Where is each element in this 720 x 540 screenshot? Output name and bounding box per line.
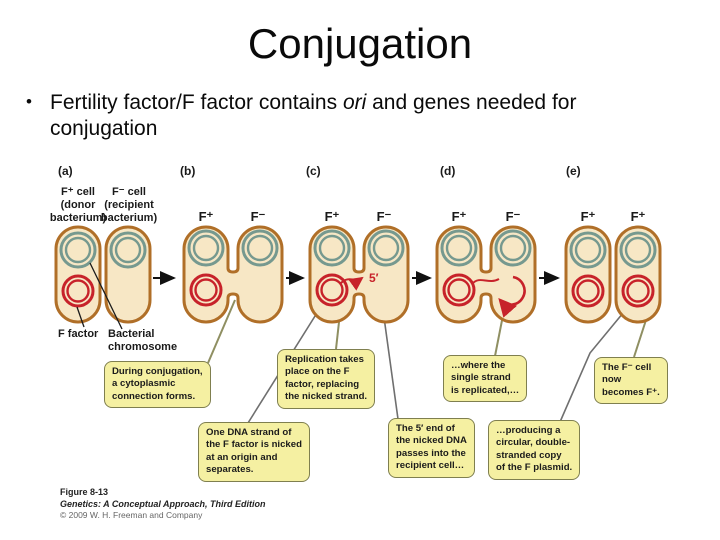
f-factor-d-donor <box>442 273 476 307</box>
state-label-b-donor: F⁺ <box>199 209 214 224</box>
bullet-text-pre: Fertility factor/F factor contains <box>50 91 343 114</box>
state-label-e-left: F⁺ <box>581 209 596 224</box>
f-factor-e-left <box>571 274 605 308</box>
state-label-d-recipient: F⁻ <box>506 209 521 224</box>
callout-circular-copy: …producing a circular, double- stranded … <box>488 420 581 480</box>
chromosome-pointer-line <box>89 262 123 330</box>
state-label-d-donor: F⁺ <box>452 209 467 224</box>
panel-label-e: (e) <box>566 164 581 178</box>
panel-label-a: (a) <box>58 164 73 178</box>
panel-label-b: (b) <box>180 164 195 178</box>
chromosome-a-donor <box>59 231 97 269</box>
f-factor-e-right <box>621 274 655 308</box>
bullet-text: Fertility factor/F factor contains ori a… <box>50 90 636 141</box>
svg-text:bacterium): bacterium) <box>101 212 158 224</box>
chromosome-c-recipient <box>367 229 405 267</box>
chromosome-label-line1: Bacterial <box>108 328 154 340</box>
state-label-e-right: F⁺ <box>631 209 646 224</box>
svg-text:F⁺ cell: F⁺ cell <box>61 186 95 198</box>
bullet-text-post: and genes needed for conjugation <box>50 91 577 140</box>
bullet-text-ori: ori <box>342 91 367 114</box>
callout-replication-donor: Replication takes place on the F factor,… <box>277 349 376 409</box>
chromosome-b-recipient <box>241 229 279 267</box>
f-factor-pointer-line <box>76 306 85 328</box>
chromosome-b-donor <box>187 229 225 267</box>
svg-text:(recipient: (recipient <box>104 199 154 211</box>
callout-strand-nicked: One DNA strand of the F factor is nicked… <box>198 422 310 482</box>
chromosome-label-line2: chromosome <box>108 341 177 353</box>
panel-c-cells: 5′ <box>308 225 410 324</box>
chromosome-a-recipient <box>109 231 147 269</box>
panel-label-d: (d) <box>440 164 455 178</box>
callout-conjugation-connection: During conjugation, a cytoplasmic connec… <box>104 361 211 409</box>
svg-text:bacterium): bacterium) <box>50 212 107 224</box>
f-factor-label: F factor <box>58 328 99 340</box>
state-label-c-donor: F⁺ <box>325 209 340 224</box>
svg-text:F⁻ cell: F⁻ cell <box>112 186 146 198</box>
circularizing-plasmid-d <box>498 275 526 318</box>
svg-text:(donor: (donor <box>61 199 97 211</box>
nicked-strand-c <box>340 276 364 291</box>
panel-label-c: (c) <box>306 164 321 178</box>
f-factor-c-donor <box>315 273 349 307</box>
caption-copyright: © 2009 W. H. Freeman and Company <box>60 510 203 521</box>
panel-a-cells <box>54 225 152 324</box>
donor-cell-label: F⁺ cell (donor bacterium) <box>50 186 107 224</box>
panel-d-cells <box>435 225 537 324</box>
chromosome-c-donor <box>313 229 351 267</box>
conjugation-diagram: (a) (b) (c) (d) (e) F⁺ cell (donor bacte… <box>50 164 662 424</box>
bullet-item: • Fertility factor/F factor contains ori… <box>26 90 636 141</box>
chromosome-d-donor <box>440 229 478 267</box>
panel-e-cells <box>564 225 662 324</box>
callout-becomes-f-plus: The F⁻ cell now becomes F⁺. <box>594 357 668 405</box>
callout-strand-replicated: …where the single strand is replicated,… <box>443 355 528 403</box>
panel-b-cells <box>182 225 284 324</box>
figure-caption: Figure 8-13 Genetics: A Conceptual Appro… <box>60 486 266 522</box>
callout-five-prime-transfer: The 5′ end of the nicked DNA passes into… <box>388 418 475 478</box>
five-prime-label: 5′ <box>369 271 379 285</box>
bullet-marker: • <box>26 92 32 111</box>
state-label-b-recipient: F⁻ <box>251 209 266 224</box>
page-title: Conjugation <box>247 20 473 67</box>
f-factor-a-donor <box>61 274 95 308</box>
caption-figure-number: Figure 8-13 <box>60 487 109 497</box>
caption-book-title: Genetics: A Conceptual Approach, Third E… <box>60 499 266 510</box>
f-factor-b-donor <box>189 273 223 307</box>
state-label-c-recipient: F⁻ <box>377 209 392 224</box>
chromosome-d-recipient <box>494 229 532 267</box>
transfer-strand-d <box>471 278 500 285</box>
chromosome-e-left <box>569 231 607 269</box>
chromosome-e-right <box>619 231 657 269</box>
recipient-cell-label: F⁻ cell (recipient bacterium) <box>101 186 158 224</box>
